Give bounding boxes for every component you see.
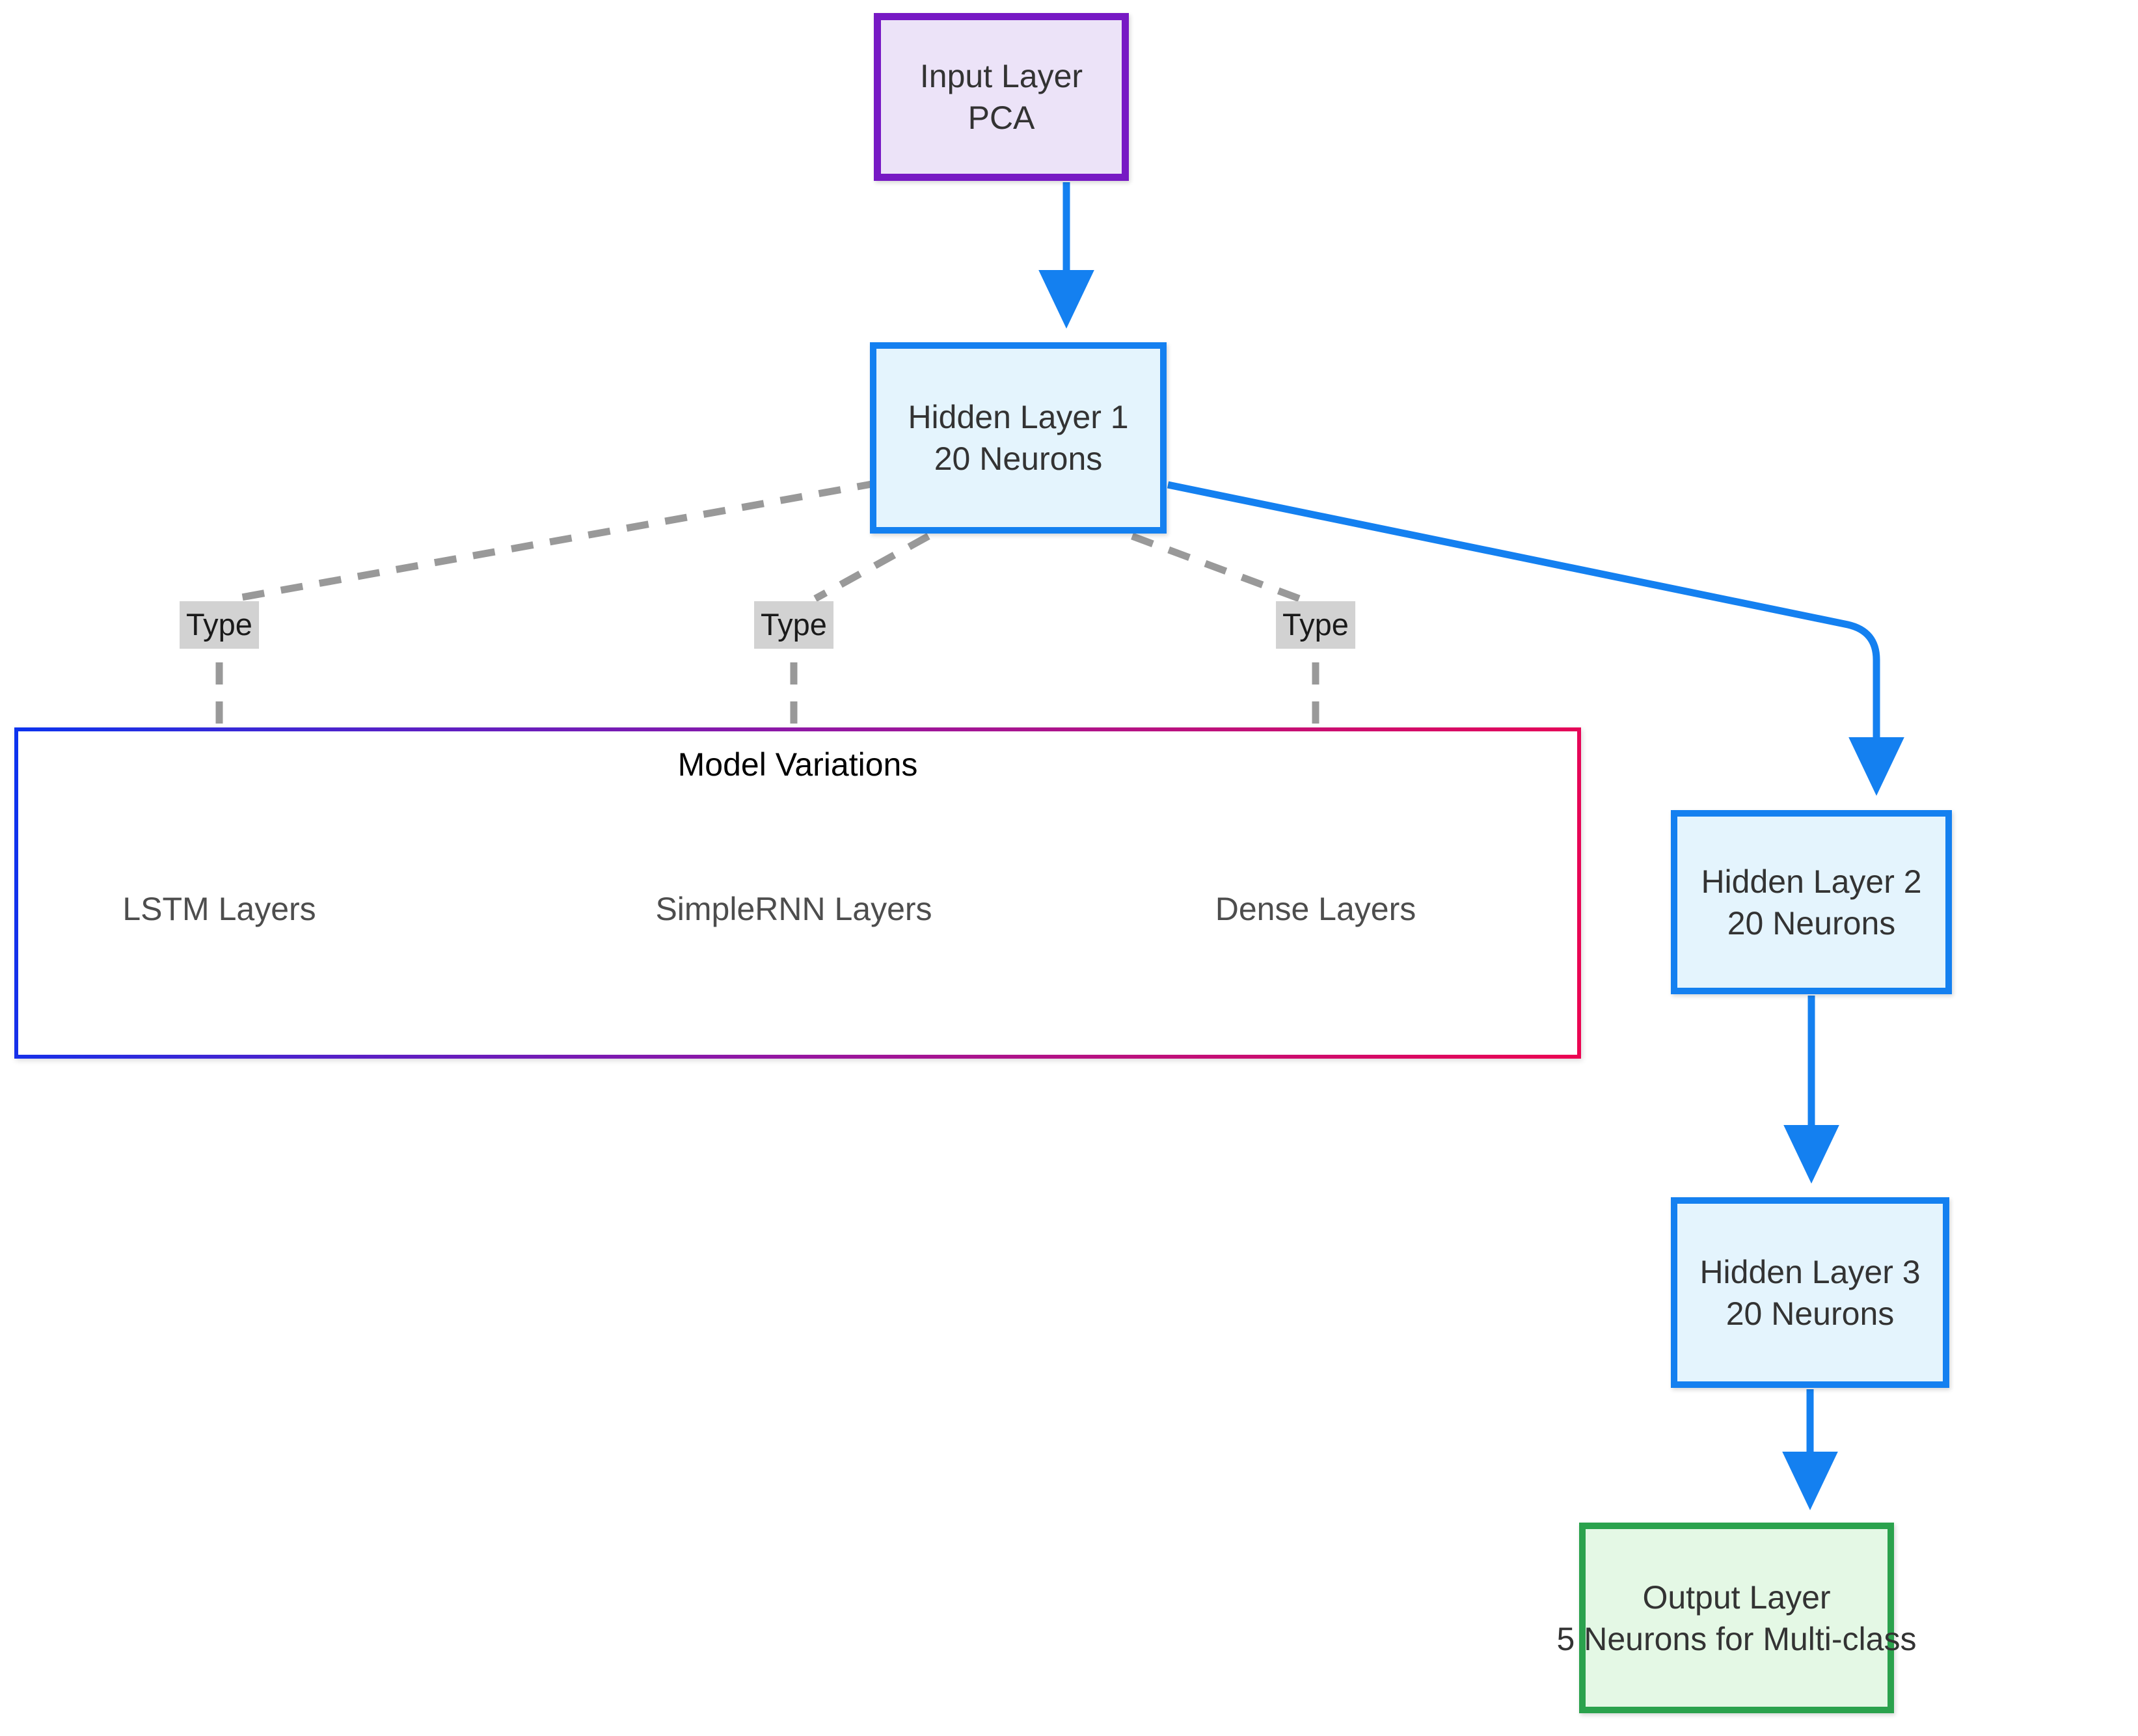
- node-input-layer-title: Input Layer: [919, 58, 1083, 94]
- subgraph-model-variations: Model Variations: [14, 727, 1581, 1059]
- node-hidden-layer-2[interactable]: Hidden Layer 2 20 Neurons: [1671, 810, 1952, 994]
- node-output-layer[interactable]: Output Layer 5 Neurons for Multi-class: [1557, 1523, 1916, 1713]
- leaf-node-dense-layers[interactable]: Dense Layers: [1215, 891, 1416, 927]
- leaf-node-lstm-layers[interactable]: LSTM Layers: [122, 891, 316, 927]
- node-output-layer-subtitle: 5 Neurons for Multi-class: [1556, 1620, 1917, 1657]
- node-output-layer-title: Output Layer: [1642, 1579, 1831, 1616]
- node-hidden-layer-1-subtitle: 20 Neurons: [934, 441, 1103, 477]
- node-input-layer-subtitle: PCA: [968, 100, 1035, 136]
- edge-label-type-lstm: Type: [180, 601, 259, 649]
- edge-hidden1-to-type3: [1131, 532, 1301, 603]
- node-input-layer[interactable]: Input Layer PCA: [874, 13, 1129, 181]
- subgraph-title: Model Variations: [677, 746, 918, 783]
- node-hidden-layer-1[interactable]: Hidden Layer 1 20 Neurons: [870, 342, 1167, 534]
- node-hidden-layer-3-title: Hidden Layer 3: [1699, 1253, 1921, 1290]
- edge-label-type-simplernn: Type: [754, 601, 833, 649]
- subgraph-inner-area: Model Variations: [18, 731, 1577, 1055]
- leaf-node-simplernn-layers[interactable]: SimpleRNN Layers: [655, 891, 932, 927]
- node-hidden-layer-1-title: Hidden Layer 1: [908, 399, 1129, 435]
- edge-hidden1-to-type2: [813, 533, 930, 602]
- node-hidden-layer-3[interactable]: Hidden Layer 3 20 Neurons: [1671, 1197, 1949, 1388]
- edge-label-type-dense: Type: [1276, 601, 1355, 649]
- node-hidden-layer-3-subtitle: 20 Neurons: [1725, 1295, 1895, 1332]
- node-hidden-layer-2-title: Hidden Layer 2: [1701, 863, 1922, 900]
- node-hidden-layer-2-subtitle: 20 Neurons: [1727, 904, 1896, 942]
- edge-hidden1-to-hidden2: [1167, 481, 1904, 796]
- edge-hidden1-to-type1: [234, 479, 880, 603]
